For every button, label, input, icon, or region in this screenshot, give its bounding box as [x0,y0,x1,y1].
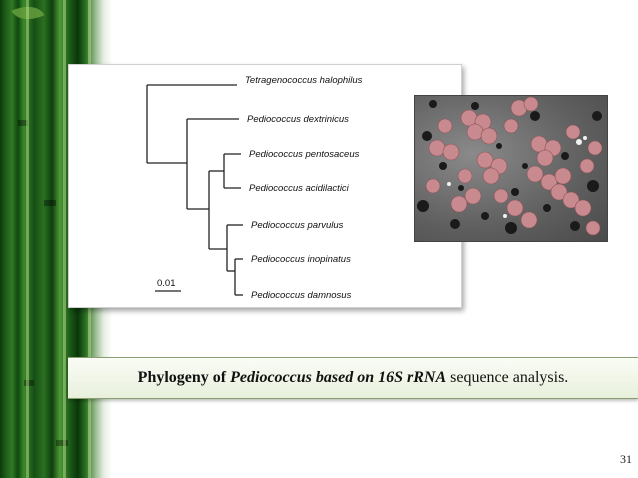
phylogenetic-tree-panel: Tetragenococcus halophilus Pediococcus d… [68,64,462,308]
caption-band: Phylogeny of Pediococcus based on 16S rR… [68,357,638,399]
bamboo-node [56,440,68,446]
micrograph-pediococcus-cells [417,96,603,236]
bamboo-node [44,200,56,206]
micrograph-holes [417,100,602,234]
scale-bar-label: 0.01 [157,278,176,289]
page-number: 31 [620,452,632,466]
caption-part-1: Phylogeny of [137,369,231,386]
taxon-label: Pediococcus parvulus [251,220,344,231]
bamboo-node [18,120,28,126]
figure-caption: Phylogeny of Pediococcus based on 16S rR… [68,369,638,387]
taxon-label: Pediococcus pentosaceus [249,149,360,160]
bamboo-highlight [63,0,66,478]
taxon-label: Pediococcus acidilactici [249,183,350,194]
micrograph-image [414,95,608,242]
bamboo-node [24,380,34,386]
micrograph-cells [425,96,603,236]
taxon-label: Pediococcus damnosus [251,290,352,301]
phylogenetic-tree: Tetragenococcus halophilus Pediococcus d… [146,75,363,301]
caption-part-2: Pediococcus based on 16S rRNA [230,369,447,386]
taxon-label: Tetragenococcus halophilus [245,75,363,86]
taxon-label: Pediococcus inopinatus [251,254,351,265]
micrograph-debris [447,136,587,218]
tree-branches [146,84,243,296]
bamboo-highlight [26,0,29,478]
caption-part-3: sequence analysis. [446,369,569,386]
taxon-label: Pediococcus dextrinicus [247,114,349,125]
